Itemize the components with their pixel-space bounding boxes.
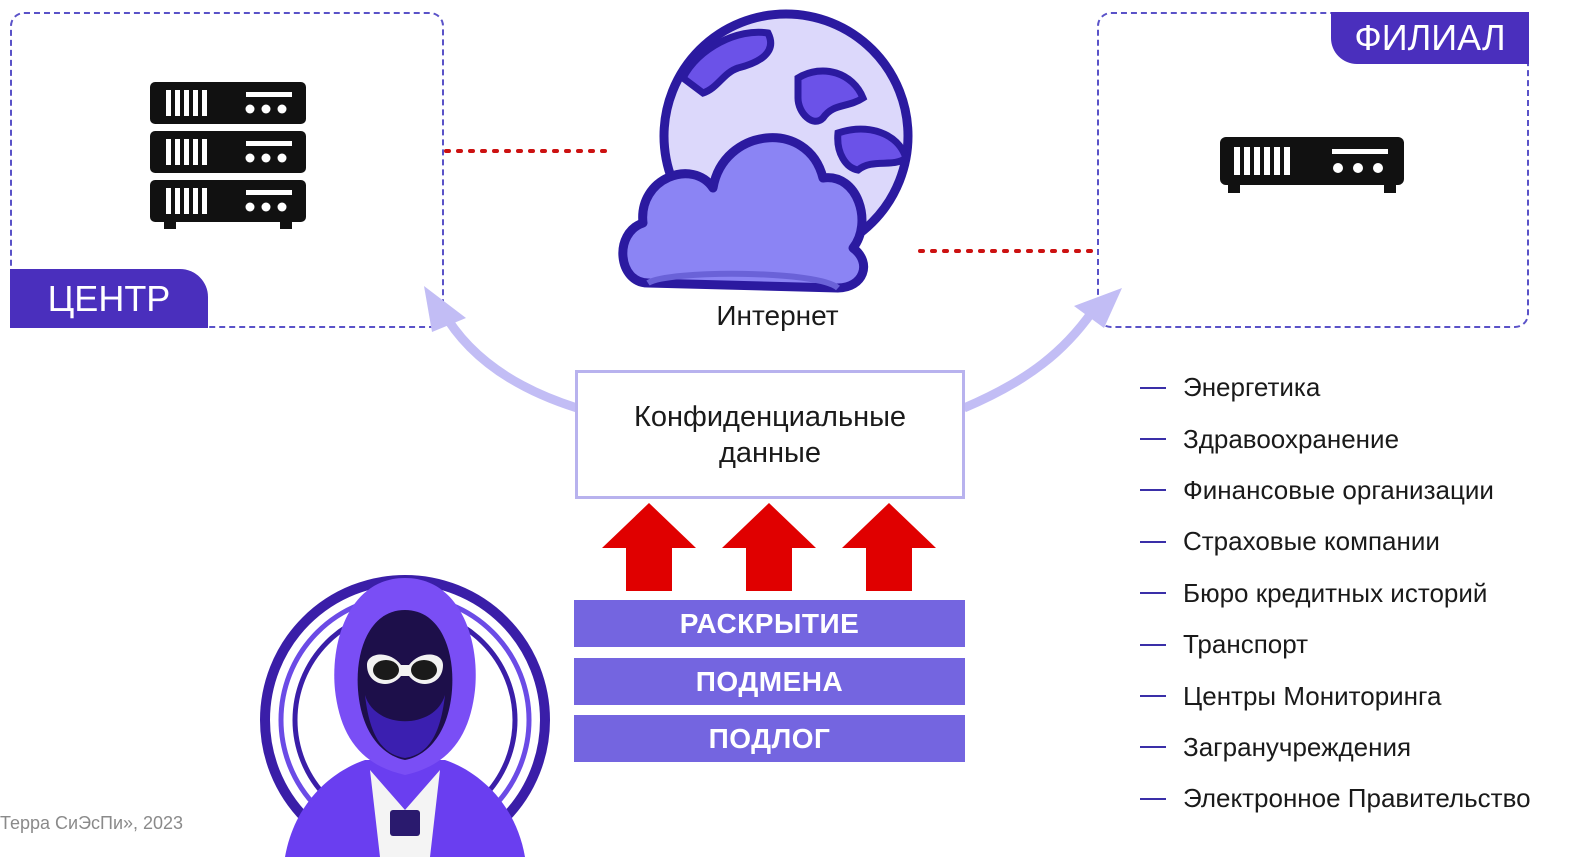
branch-label: ФИЛИАЛ	[1331, 12, 1529, 64]
confidential-data-box: Конфиденциальные данные	[575, 370, 965, 499]
list-item: Транспорт	[1140, 619, 1531, 670]
list-item: Энергетика	[1140, 362, 1531, 413]
dash-icon	[1140, 695, 1166, 698]
list-item: Центры Мониторинга	[1140, 670, 1531, 721]
center-label: ЦЕНТР	[10, 269, 208, 328]
dash-icon	[1140, 643, 1166, 646]
list-item: Загранучреждения	[1140, 722, 1531, 773]
branch-container	[1097, 12, 1529, 328]
threat-arrow-icon-3	[842, 503, 936, 591]
dash-icon	[1140, 746, 1166, 749]
list-item: Здравоохранение	[1140, 413, 1531, 464]
list-item: Электронное Правительство	[1140, 773, 1531, 824]
confidential-data-line1: Конфиденциальные	[633, 400, 907, 433]
link-center-internet	[444, 149, 610, 153]
hacker-icon	[260, 575, 550, 857]
dash-icon	[1140, 592, 1166, 595]
dash-icon	[1140, 438, 1166, 441]
dash-icon	[1140, 386, 1166, 389]
threat-substitution-bar: ПОДМЕНА	[574, 658, 965, 705]
list-item: Бюро кредитных историй	[1140, 568, 1531, 619]
footer-copyright: Терра СиЭсПи», 2023	[0, 813, 184, 833]
dash-icon	[1140, 797, 1166, 800]
internet-cloud-icon	[618, 9, 913, 293]
sector-list: Энергетика Здравоохранение Финансовые ор…	[1140, 362, 1531, 825]
server-rack-icon	[150, 82, 306, 229]
center-container	[10, 12, 444, 328]
dash-icon	[1140, 489, 1166, 492]
threat-forgery-bar: ПОДЛОГ	[574, 715, 965, 762]
threat-disclosure-bar: РАСКРЫТИЕ	[574, 600, 965, 647]
link-internet-branch	[918, 249, 1100, 253]
threat-arrow-icon-1	[602, 503, 696, 591]
list-item: Страховые компании	[1140, 516, 1531, 567]
list-item: Финансовые организации	[1140, 465, 1531, 516]
server-icon	[1220, 137, 1404, 193]
confidential-data-line2: данные	[718, 436, 822, 469]
dash-icon	[1140, 540, 1166, 543]
internet-label: Интернет	[716, 300, 839, 331]
threat-arrow-icon-2	[722, 503, 816, 591]
